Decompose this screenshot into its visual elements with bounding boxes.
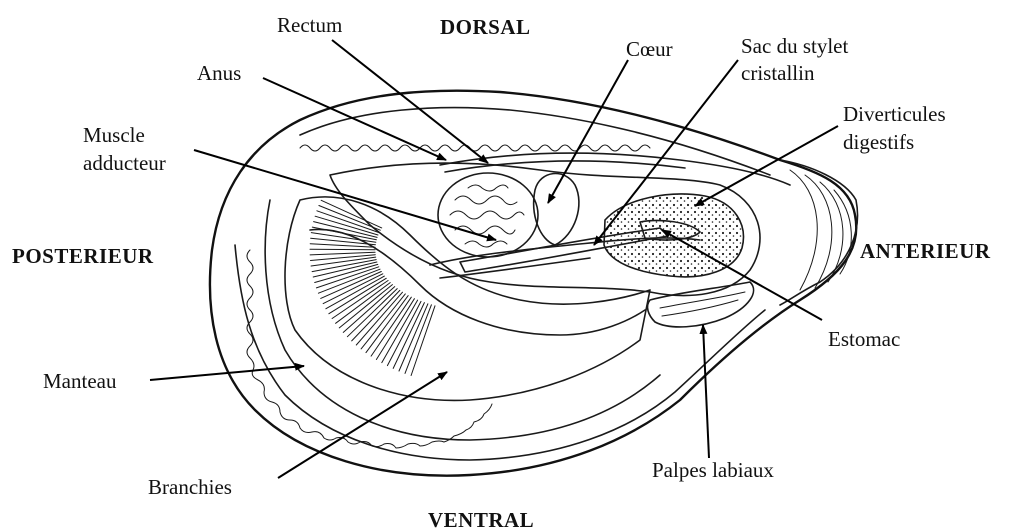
gill-rib xyxy=(321,200,382,228)
shell-outline xyxy=(210,91,856,476)
label-diverticules-line1: Diverticules xyxy=(843,102,946,126)
leader-anus xyxy=(263,78,446,160)
leader-branchies xyxy=(278,372,447,478)
label-anterior: ANTERIEUR xyxy=(860,239,991,263)
label-sac-line2: cristallin xyxy=(741,61,815,85)
gill-rib xyxy=(399,304,428,371)
labial-palps xyxy=(648,282,754,327)
label-sac-line1: Sac du stylet xyxy=(741,34,848,58)
label-palpes: Palpes labiaux xyxy=(652,458,774,482)
label-ventral: VENTRAL xyxy=(428,508,534,532)
gill-rib xyxy=(310,244,375,247)
leader-coeur xyxy=(548,60,628,203)
gill-rib xyxy=(310,252,375,255)
rectum-tube xyxy=(440,153,790,185)
gill-rib xyxy=(311,255,376,261)
mantle-edge-wavy xyxy=(300,145,650,151)
oyster-drawing xyxy=(210,91,858,476)
hinge-ridges xyxy=(790,170,851,290)
gill-rib xyxy=(371,297,411,356)
label-rectum: Rectum xyxy=(277,13,342,37)
label-muscle-line1: Muscle xyxy=(83,123,145,147)
adductor-muscle xyxy=(438,173,538,257)
heart xyxy=(534,174,579,245)
gill-rib xyxy=(311,238,376,245)
label-dorsal: DORSAL xyxy=(440,15,531,39)
label-posterior: POSTERIEUR xyxy=(12,244,154,268)
label-muscle-line2: adducteur xyxy=(83,151,166,175)
label-diverticules-line2: digestifs xyxy=(843,130,914,154)
leader-palpes xyxy=(703,325,709,458)
hinge-beak xyxy=(780,160,858,305)
label-anus: Anus xyxy=(197,61,241,85)
label-coeur: Cœur xyxy=(626,37,673,61)
label-branchies: Branchies xyxy=(148,475,232,499)
label-estomac: Estomac xyxy=(828,327,900,351)
label-manteau: Manteau xyxy=(43,369,117,393)
